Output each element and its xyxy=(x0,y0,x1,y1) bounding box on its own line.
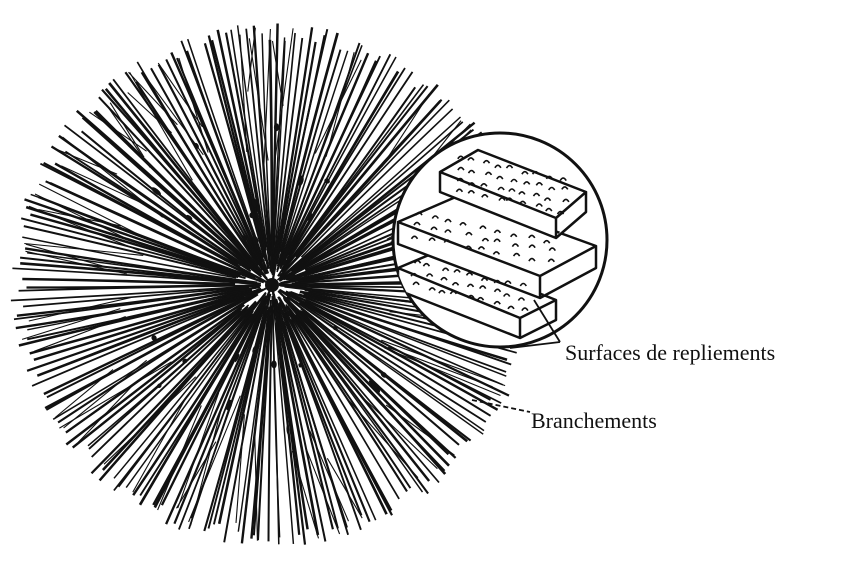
fold-surfaces-label: Surfaces de repliements xyxy=(565,340,775,366)
spherulite-nucleus xyxy=(265,278,279,292)
magnified-inset xyxy=(393,133,607,348)
branching-label: Branchements xyxy=(531,408,657,434)
